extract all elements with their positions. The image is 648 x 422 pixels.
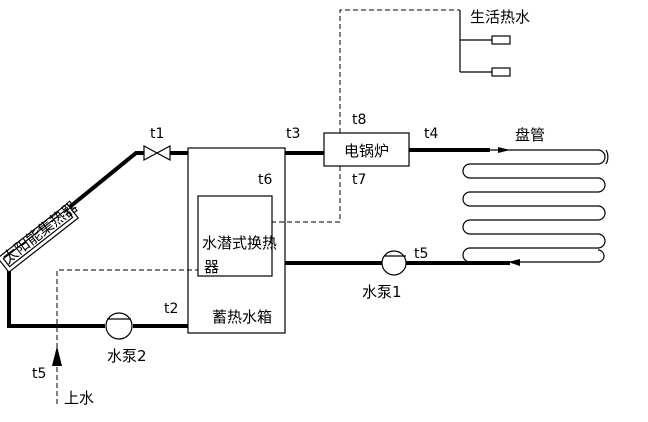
sensor-t5-inlet-label: t5 — [32, 366, 46, 382]
dashed-line-inlet-to-exchanger — [56, 269, 198, 404]
heat-exchanger — [197, 195, 273, 277]
electric-boiler-label: 电锅炉 — [344, 142, 389, 160]
water-inlet-arrow-icon — [52, 346, 62, 366]
sensor-t5-pump-label: t5 — [414, 246, 428, 262]
solar-collector-label: 太阳能集热器 — [0, 198, 81, 268]
hot-water-outlet-icon — [459, 10, 511, 77]
sensor-t2-label: t2 — [164, 301, 178, 317]
sensor-t3-label: t3 — [286, 126, 300, 142]
storage-tank-label: 蓄热水箱 — [212, 308, 272, 326]
sensor-t1-label: t1 — [150, 126, 164, 142]
pump1-label: 水泵1 — [362, 283, 402, 301]
pipe-collector-to-valve — [64, 151, 144, 212]
heat-exchanger-label-2: 器 — [204, 258, 219, 276]
water-inlet-label: 上水 — [64, 389, 94, 407]
dashed-line-boiler-to-dhw — [339, 9, 460, 133]
heating-coil — [462, 147, 609, 266]
solar-collector — [0, 202, 80, 274]
domestic-hot-water-label: 生活热水 — [470, 8, 530, 26]
pipe-pump2-to-collector — [7, 268, 105, 328]
coil-label: 盘管 — [515, 126, 545, 144]
sensor-t6-label: t6 — [258, 172, 272, 188]
sensor-t7-label: t7 — [352, 172, 366, 188]
pump2-label: 水泵2 — [107, 347, 147, 365]
sensor-t8-label: t8 — [352, 112, 366, 128]
electric-boiler — [323, 132, 410, 167]
pump1-icon[interactable] — [381, 250, 407, 276]
dashed-line-boiler-to-exchanger — [272, 166, 341, 223]
sensor-t4-label: t4 — [424, 126, 438, 142]
valve-icon[interactable] — [143, 144, 171, 162]
pump2-icon[interactable] — [105, 312, 133, 340]
heat-exchanger-label: 水潜式换热 — [202, 234, 277, 252]
